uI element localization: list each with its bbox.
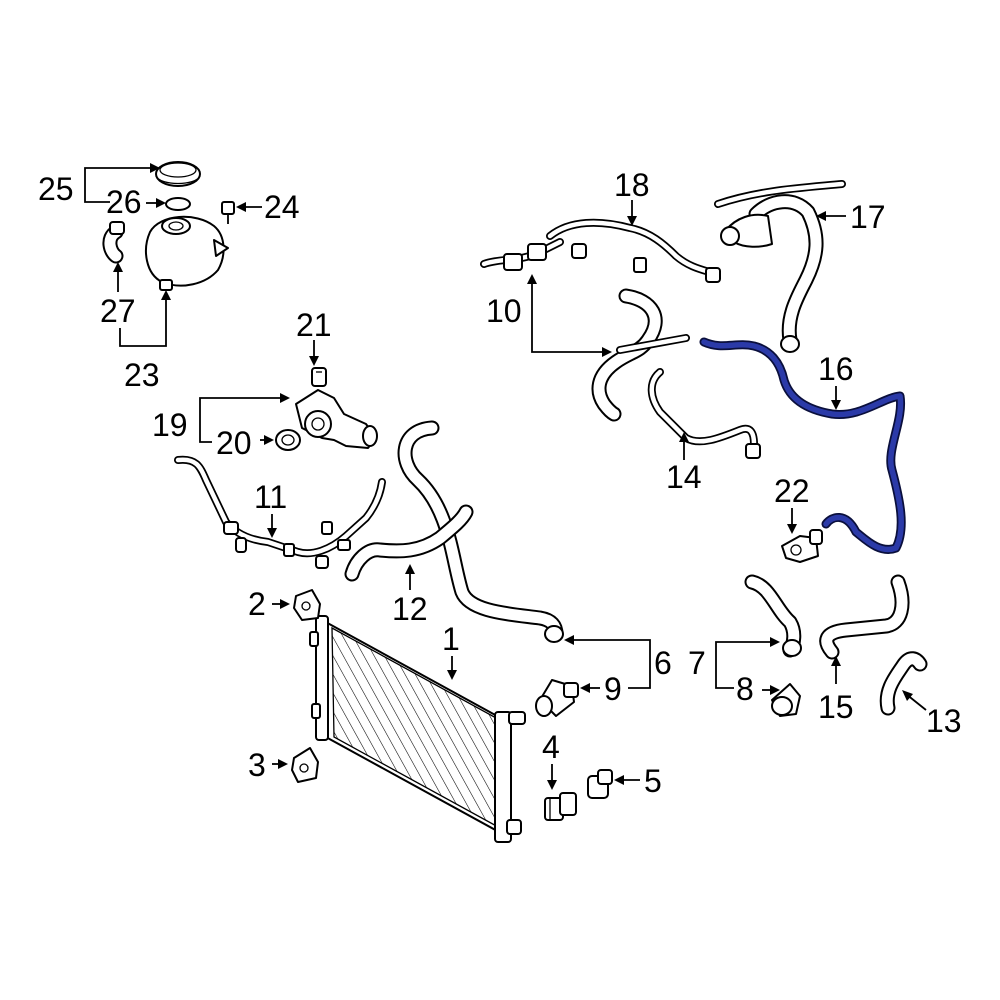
- coolant-pipe-11: [174, 455, 386, 569]
- coolant-hose-13: [879, 651, 928, 716]
- coolant-temp-sensor-21: [311, 367, 327, 387]
- breather-pipe-18: [546, 218, 721, 283]
- coolant-hose-assembly-10: [480, 238, 690, 422]
- coolant-hose-12: [344, 504, 474, 582]
- reservoir-hose-27: [102, 221, 125, 264]
- callout-10: 10: [486, 293, 522, 329]
- upper-radiator-hose: [397, 420, 564, 643]
- callout-22: 22: [774, 473, 810, 509]
- callout-11: 11: [254, 479, 287, 515]
- callout-8: 8: [736, 671, 754, 707]
- callout-17: 17: [850, 199, 886, 235]
- temperature-sensor: [587, 769, 613, 799]
- callout-24: 24: [264, 189, 300, 225]
- callout-4: 4: [542, 729, 560, 765]
- callout-3: 3: [248, 747, 266, 783]
- thermostat-housing: [295, 389, 378, 449]
- callout-12: 12: [392, 591, 428, 627]
- callout-6: 6: [654, 645, 672, 681]
- lower-mount-bracket: [291, 747, 319, 783]
- bypass-hose-16-fill: [701, 339, 904, 553]
- callout-9: 9: [604, 671, 622, 707]
- callout-7: 7: [688, 645, 706, 681]
- coolant-flange-22: [781, 529, 823, 563]
- callout-19: 19: [152, 407, 188, 443]
- bypass-hose-16: [699, 337, 906, 554]
- callout-25: 25: [38, 171, 74, 207]
- coolant-pipe-14: [647, 368, 761, 459]
- upper-mount-bracket: [293, 589, 321, 621]
- callout-1: 1: [442, 621, 460, 657]
- coolant-hose-15: [819, 574, 910, 660]
- callout-18: 18: [614, 167, 650, 203]
- callout-14: 14: [666, 459, 702, 495]
- hose-connector-9: [535, 679, 579, 717]
- coolant-hose-17: [714, 180, 846, 353]
- callout-26: 26: [106, 184, 142, 220]
- callout-16: 16: [818, 351, 854, 387]
- callout-23: 23: [124, 357, 160, 393]
- callout-27: 27: [100, 293, 136, 329]
- housing-seal-ring: [275, 429, 301, 451]
- cap-seal-ring: [165, 197, 191, 211]
- callout-2: 2: [248, 586, 266, 622]
- hose-connector-8: [771, 683, 801, 717]
- callout-5: 5: [644, 763, 662, 799]
- callout-labels: 25 26 24 27 23 21 19 20 11 12 2 3 1 6 7 …: [38, 167, 962, 799]
- coolant-hose-7: [744, 574, 802, 658]
- callout-15: 15: [818, 689, 854, 725]
- radiator: [309, 615, 526, 843]
- reservoir-cap: [155, 161, 201, 187]
- coolant-reservoir: [145, 215, 229, 291]
- callout-20: 20: [216, 425, 252, 461]
- callout-13: 13: [926, 703, 962, 739]
- drain-plug: [544, 792, 577, 821]
- callout-21: 21: [296, 307, 332, 343]
- reservoir-sensor-24: [221, 201, 235, 224]
- highlighted-bypass-hose: [699, 337, 906, 554]
- leader-lines: [84, 163, 927, 790]
